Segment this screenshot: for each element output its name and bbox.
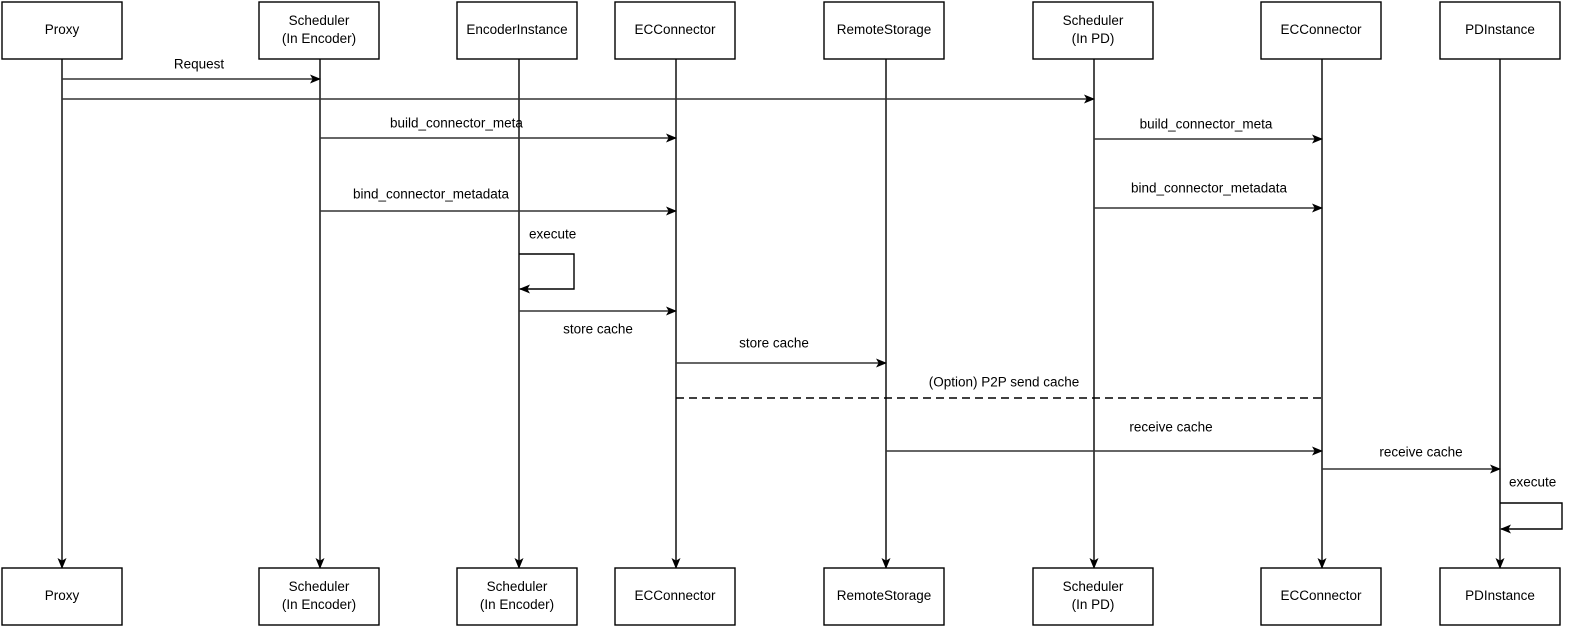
participant-label-scheduler-encoder-footer-line1: Scheduler — [289, 579, 350, 594]
participant-box-pd-instance-footer[interactable] — [1439, 567, 1561, 626]
participant-remote-storage-footer[interactable]: RemoteStorage — [823, 567, 945, 626]
participant-label-scheduler-encoder-line1: Scheduler — [289, 13, 350, 28]
self-message-execute-instance: execute — [1500, 475, 1563, 534]
participant-box-proxy[interactable] — [1, 1, 123, 60]
message-label-bind-connector-meta-enc: bind_connector_metadata — [353, 187, 510, 202]
message-label-receive-cache-pd: receive cache — [1129, 420, 1212, 435]
participant-encoder-instance[interactable]: EncoderInstance — [456, 1, 578, 60]
self-message-path-execute-instance — [1500, 502, 1563, 534]
message-encoder-to-ec-return: store cache — [519, 306, 677, 337]
participant-label-proxy-footer: Proxy — [45, 588, 80, 603]
message-label-receive-cache-instance: receive cache — [1379, 445, 1462, 460]
message-receive-cache-instance: receive cache — [1322, 445, 1501, 474]
participant-label-encoder-instance: EncoderInstance — [466, 22, 567, 37]
participant-box-ec-connector-pd-footer[interactable] — [1260, 567, 1382, 626]
message-label-build-connector-meta-enc: build_connector_meta — [390, 116, 523, 131]
participant-label-scheduler-encoder-line2: (In Encoder) — [282, 31, 356, 46]
message-label-store-cache-remote: store cache — [739, 336, 809, 351]
participant-ec-connector-enc-footer[interactable]: ECConnector — [614, 567, 736, 626]
participant-label-encoder-instance-footer-line2: (In Encoder) — [480, 597, 554, 612]
message-build-connector-meta-pd: build_connector_meta — [1094, 117, 1323, 144]
participant-scheduler-encoder-footer[interactable]: Scheduler (In Encoder) — [258, 567, 380, 626]
participant-label-ec-connector-enc: ECConnector — [634, 22, 716, 37]
participant-label-remote-storage-footer: RemoteStorage — [837, 588, 932, 603]
participant-box-remote-storage[interactable] — [823, 1, 945, 60]
participant-label-remote-storage: RemoteStorage — [837, 22, 932, 37]
participant-box-proxy-footer[interactable] — [1, 567, 123, 626]
participant-header-layer: Proxy Scheduler (In Encoder) EncoderInstanc… — [1, 1, 1561, 60]
self-messages-layer: execute execute — [519, 227, 1563, 534]
participant-label-scheduler-pd-line2: (In PD) — [1072, 31, 1115, 46]
self-message-path-execute-encoder — [519, 253, 575, 294]
participant-label-scheduler-pd-footer-line1: Scheduler — [1063, 579, 1124, 594]
participant-footer-layer: Proxy Scheduler (In Encoder) Scheduler (In E… — [1, 567, 1561, 626]
self-message-label-execute-encoder: execute — [529, 227, 576, 242]
participant-label-scheduler-encoder-footer-line2: (In Encoder) — [282, 597, 356, 612]
message-p2p-send-cache: (Option) P2P send cache — [676, 375, 1322, 399]
participant-ec-connector-pd-footer[interactable]: ECConnector — [1260, 567, 1382, 626]
participant-label-scheduler-pd-line1: Scheduler — [1063, 13, 1124, 28]
message-request: Request — [62, 57, 321, 84]
participant-ec-connector-pd[interactable]: ECConnector — [1260, 1, 1382, 60]
self-message-execute-encoder: execute — [519, 227, 576, 294]
participant-label-ec-connector-pd: ECConnector — [1280, 22, 1362, 37]
participant-label-ec-connector-enc-footer: ECConnector — [634, 588, 716, 603]
participant-box-scheduler-pd[interactable] — [1032, 1, 1154, 60]
participant-box-pd-instance[interactable] — [1439, 1, 1561, 60]
message-label-p2p-send-cache: (Option) P2P send cache — [929, 375, 1080, 390]
participant-scheduler-pd-footer[interactable]: Scheduler (In PD) — [1032, 567, 1154, 626]
participant-box-encoder-instance-footer[interactable] — [456, 567, 578, 626]
participant-pd-instance[interactable]: PDInstance — [1439, 1, 1561, 60]
participant-box-encoder-instance[interactable] — [456, 1, 578, 60]
participant-label-scheduler-pd-footer-line2: (In PD) — [1072, 597, 1115, 612]
participant-encoder-instance-footer[interactable]: Scheduler (In Encoder) — [456, 567, 578, 626]
participant-box-ec-connector-enc[interactable] — [614, 1, 736, 60]
message-label-encoder-to-ec-return: store cache — [563, 322, 633, 337]
participant-box-scheduler-encoder[interactable] — [258, 1, 380, 60]
message-bind-connector-meta-enc: bind_connector_metadata — [320, 187, 677, 216]
participant-box-ec-connector-pd[interactable] — [1260, 1, 1382, 60]
message-receive-cache-pd: receive cache — [886, 420, 1323, 456]
participant-box-remote-storage-footer[interactable] — [823, 567, 945, 626]
participant-label-ec-connector-pd-footer: ECConnector — [1280, 588, 1362, 603]
participant-label-encoder-instance-footer-line1: Scheduler — [487, 579, 548, 594]
participant-proxy[interactable]: Proxy — [1, 1, 123, 60]
message-label-bind-connector-meta-pd: bind_connector_metadata — [1131, 181, 1288, 196]
self-message-label-execute-instance: execute — [1509, 475, 1556, 490]
participant-proxy-footer[interactable]: Proxy — [1, 567, 123, 626]
participant-scheduler-pd[interactable]: Scheduler (In PD) — [1032, 1, 1154, 60]
message-bind-connector-meta-pd: bind_connector_metadata — [1094, 181, 1323, 213]
participant-box-scheduler-pd-footer[interactable] — [1032, 567, 1154, 626]
participant-pd-instance-footer[interactable]: PDInstance — [1439, 567, 1561, 626]
participant-scheduler-encoder[interactable]: Scheduler (In Encoder) — [258, 1, 380, 60]
participant-remote-storage[interactable]: RemoteStorage — [823, 1, 945, 60]
message-label-build-connector-meta-pd: build_connector_meta — [1140, 117, 1273, 132]
message-build-connector-meta-enc: build_connector_meta — [320, 116, 677, 143]
participant-label-proxy: Proxy — [45, 22, 80, 37]
message-store-cache-remote: store cache — [676, 336, 887, 368]
participant-ec-connector-enc[interactable]: ECConnector — [614, 1, 736, 60]
participant-box-scheduler-encoder-footer[interactable] — [258, 567, 380, 626]
lifelines-layer — [57, 59, 1505, 569]
participant-label-pd-instance-footer: PDInstance — [1465, 588, 1535, 603]
participant-box-ec-connector-enc-footer[interactable] — [614, 567, 736, 626]
message-label-request: Request — [174, 57, 225, 72]
messages-layer: Request build_connector_meta build_connect… — [62, 57, 1501, 474]
participant-label-pd-instance: PDInstance — [1465, 22, 1535, 37]
